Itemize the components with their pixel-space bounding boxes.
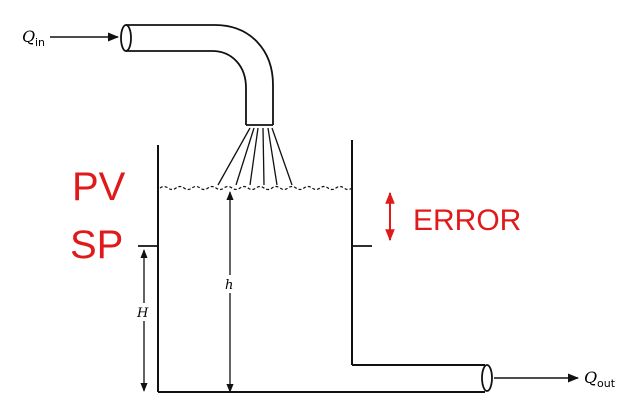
q-out-subscript: out [597, 377, 616, 390]
error-label: ERROR [413, 204, 521, 237]
q-out-symbol: Q [584, 368, 597, 387]
q-in-symbol: Q [22, 27, 35, 46]
q-in-subscript: in [35, 36, 45, 49]
setpoint-h-label: H [136, 306, 149, 321]
sp-label: SP [70, 223, 123, 267]
level-h-label: h [225, 278, 233, 293]
inflow-label: Q in [22, 27, 45, 49]
pv-label: PV [72, 165, 126, 209]
outflow-label: Q out [584, 368, 616, 390]
liquid-surface [159, 185, 353, 191]
outlet-pipe-end [481, 364, 493, 392]
tank [157, 140, 485, 393]
h-label-bg [222, 275, 238, 293]
spray-lines [217, 127, 293, 186]
inlet-pipe [120, 24, 274, 126]
setpoint-h-label-bg [134, 303, 152, 321]
